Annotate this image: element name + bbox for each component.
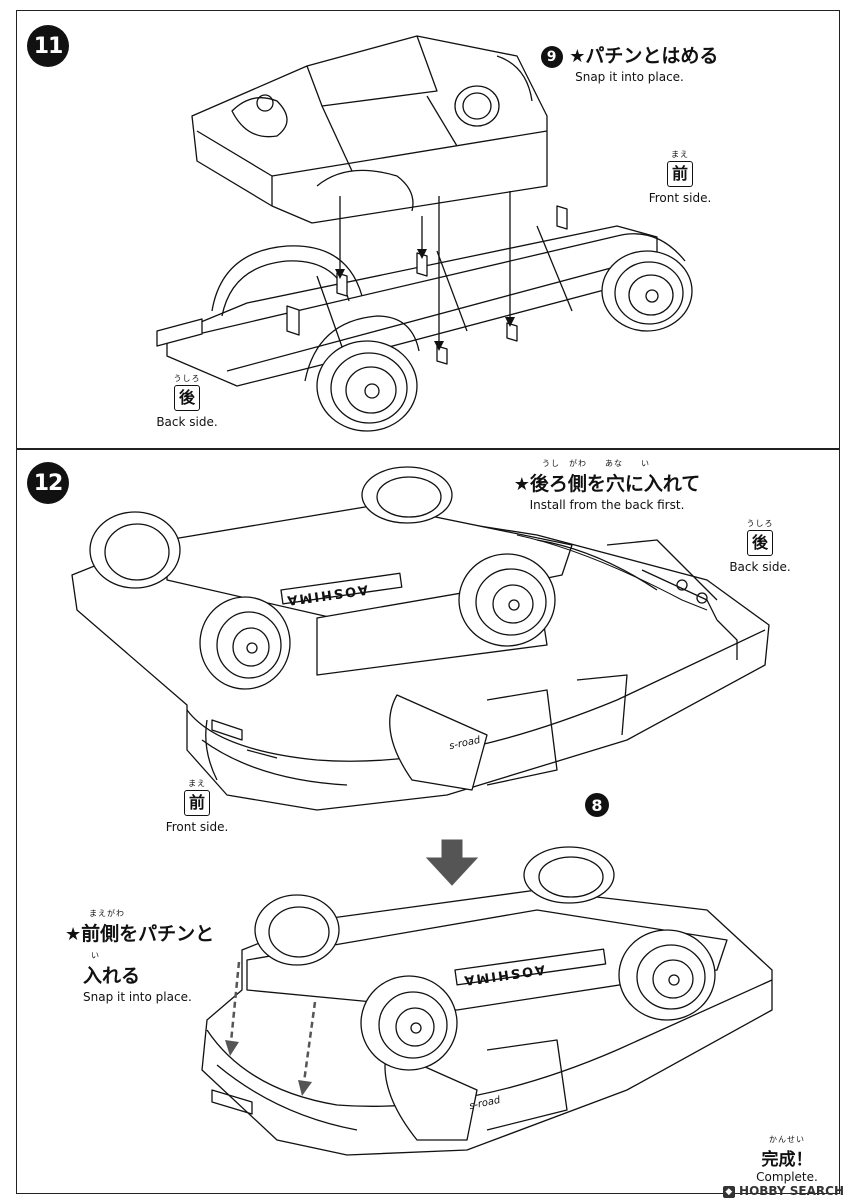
front-badge-12-kanji: 前 xyxy=(184,790,210,816)
back-badge-12-en: Back side. xyxy=(729,560,791,574)
upper-car-graphic xyxy=(71,466,770,811)
front-badge-en: Front side. xyxy=(648,191,712,205)
lower-car-graphic xyxy=(201,846,773,1156)
front-badge-kanji: 前 xyxy=(667,161,693,187)
step-12-bottom-note: まえがわ ★前側をパチンと い 入れる Snap it into place. xyxy=(65,908,245,1004)
front-badge-12-en: Front side. xyxy=(165,820,229,834)
step-12-top-note-jp: 後ろ側を穴に入れて xyxy=(529,473,701,495)
step-12-top-note-ruby: うし がわ あな い xyxy=(542,459,650,468)
complete-jp: 完成！ xyxy=(761,1150,813,1170)
complete-en: Complete. xyxy=(756,1170,818,1184)
step-12-panel: 12 xyxy=(16,449,840,1194)
down-arrow-icon xyxy=(425,839,479,886)
complete-ruby: かんせい xyxy=(769,1135,805,1144)
part-number-8: 8 xyxy=(585,793,609,817)
step-11-note-jp: パチンとはめる xyxy=(585,45,719,67)
part-number-9: 9 xyxy=(540,45,563,68)
star-icon: ★ xyxy=(513,474,530,495)
step-12-bottom-note-ruby2: い xyxy=(91,951,103,960)
step-12-illustration xyxy=(71,466,773,1156)
step-12-bottom-note-jp2: 入れる xyxy=(83,965,141,987)
front-badge-12-ruby: まえ xyxy=(188,779,206,788)
step-12-top-note-en: Install from the back first. xyxy=(529,498,685,512)
step-12-bottom-note-jp1: 前側をパチンと xyxy=(81,923,215,945)
back-badge-12-ruby: うしろ xyxy=(746,519,774,528)
back-badge-12-kanji: 後 xyxy=(747,530,773,556)
step-11-note: 9 ★パチンとはめる Snap it into place. xyxy=(522,41,737,84)
front-badge-ruby: まえ xyxy=(671,150,689,159)
watermark: ◆ HOBBY SEARCH xyxy=(722,1184,844,1198)
complete-label: かんせい 完成！ Complete. xyxy=(752,1134,822,1184)
star-icon: ★ xyxy=(65,924,82,945)
step-12-top-note: うし がわ あな い ★後ろ側を穴に入れて Install from the b… xyxy=(487,458,727,512)
back-badge-ruby: うしろ xyxy=(173,374,201,383)
step-12-bottom-note-en: Snap it into place. xyxy=(83,990,192,1004)
watermark-text: HOBBY SEARCH xyxy=(739,1184,844,1198)
back-badge-en: Back side. xyxy=(156,415,218,429)
rear-wheel-graphic xyxy=(304,315,420,432)
step-number-11: 11 xyxy=(27,25,69,67)
step-11-note-en: Snap it into place. xyxy=(575,70,684,84)
step-11-illustration xyxy=(156,35,693,432)
front-side-badge: まえ 前 Front side. xyxy=(635,149,725,205)
step-12-bottom-note-ruby: まえがわ xyxy=(89,909,125,918)
back-badge-kanji: 後 xyxy=(174,385,200,411)
step-number-12: 12 xyxy=(27,462,69,504)
step-11-panel: 11 xyxy=(16,10,840,449)
back-side-badge-12: うしろ 後 Back side. xyxy=(715,518,805,574)
front-wheel-graphic xyxy=(601,233,693,332)
front-side-badge-12: まえ 前 Front side. xyxy=(152,778,242,834)
back-side-badge: うしろ 後 Back side. xyxy=(142,373,232,429)
hobby-search-logo-icon: ◆ xyxy=(722,1185,735,1198)
star-icon: ★ xyxy=(569,46,586,67)
step-11-note-jp-line: 9 ★パチンとはめる xyxy=(522,41,737,68)
